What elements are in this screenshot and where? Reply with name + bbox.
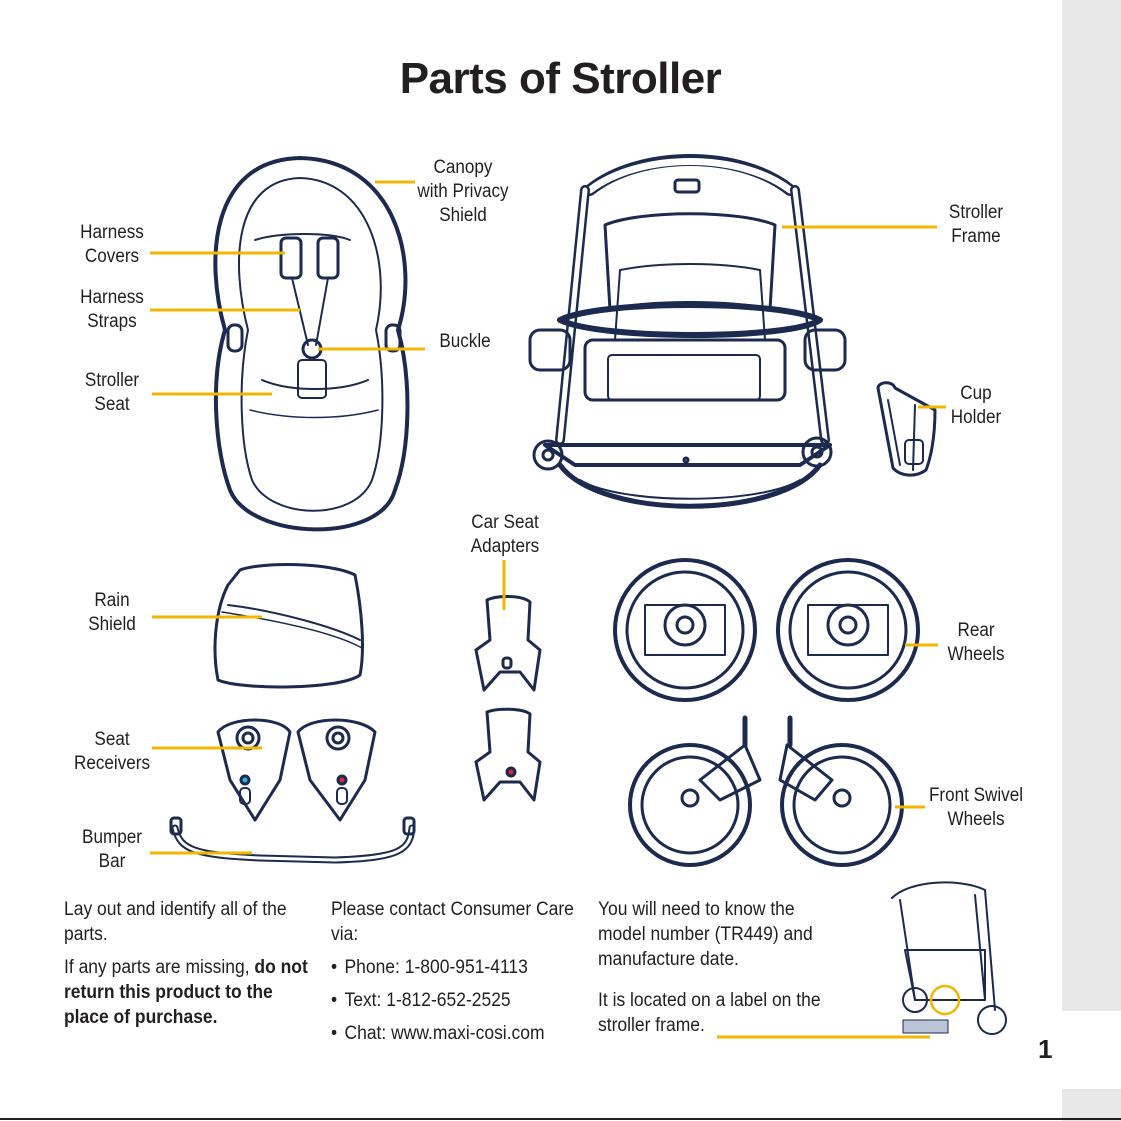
leader-lines	[150, 180, 946, 1039]
model-label-patch	[902, 1019, 949, 1034]
seat-receivers-illustration	[216, 718, 377, 822]
rain-shield-illustration	[213, 563, 364, 689]
contact-list: Phone: 1-800-951-4113 Text: 1-812-652-25…	[331, 955, 579, 1046]
contact-phone: Phone: 1-800-951-4113	[331, 955, 579, 980]
right-sidebar	[1062, 0, 1121, 1121]
instructions-column: Lay out and identify all of the parts. I…	[64, 897, 312, 1038]
contact-intro: Please contact Consumer Care via:	[331, 899, 574, 945]
page-number: 1	[1038, 1034, 1053, 1064]
missing-parts-warning: If any parts are missing, do not return …	[64, 957, 308, 1028]
page-tab	[1000, 1011, 1121, 1089]
contact-text: Text: 1-812-652-2525	[331, 988, 579, 1013]
small-stroller-illustration	[891, 881, 1007, 1035]
contact-column: Please contact Consumer Care via: Phone:…	[331, 897, 579, 1054]
contact-chat: Chat: www.maxi-cosi.com	[331, 1021, 579, 1046]
rear-wheels-illustration	[613, 558, 920, 702]
bottom-rule	[0, 1118, 1121, 1120]
car-seat-adapters-illustration	[474, 595, 542, 802]
layout-instruction: Lay out and identify all of the parts.	[64, 899, 287, 945]
model-info-column: You will need to know the model number (…	[598, 897, 828, 1046]
label-buckle: Buckle	[439, 331, 491, 352]
label-location-note: It is located on a label on the stroller…	[598, 990, 821, 1036]
bumper-bar-illustration	[169, 816, 416, 864]
cup-holder-illustration	[876, 381, 937, 477]
page-title: Parts of Stroller	[399, 54, 722, 103]
front-swivel-wheels-illustration	[628, 715, 904, 867]
model-number-note: You will need to know the model number (…	[598, 899, 813, 970]
stroller-frame-illustration	[528, 154, 847, 509]
stroller-seat-illustration	[213, 156, 410, 532]
